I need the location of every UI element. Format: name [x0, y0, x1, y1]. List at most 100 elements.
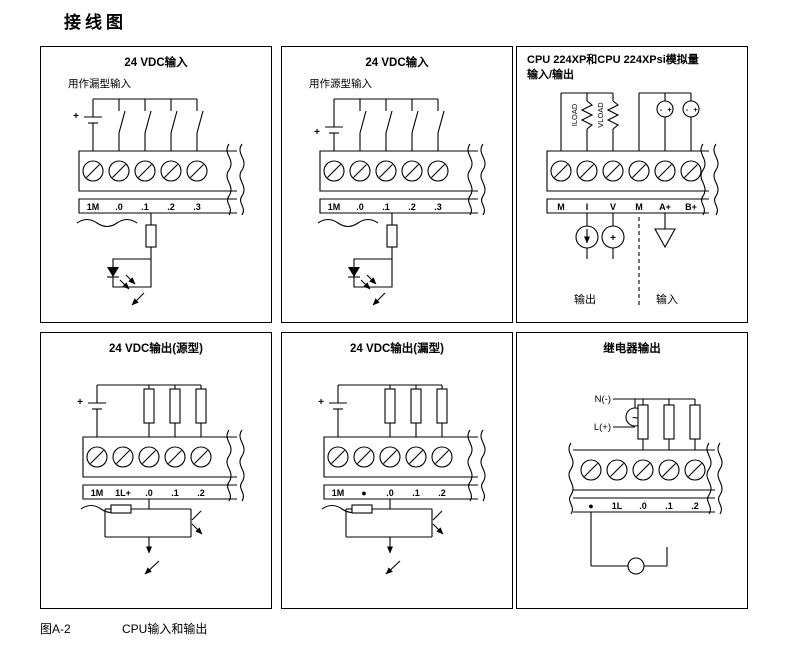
meter-plus: +	[610, 233, 616, 244]
terminal-label: .0	[386, 488, 394, 498]
torn-edge-right	[700, 143, 719, 216]
polarity-plus: +	[693, 105, 698, 114]
label-strip: 1M ● .0 .1 .2	[323, 484, 478, 500]
optocoupler-diode	[107, 267, 119, 277]
optocoupler-diode	[348, 267, 360, 277]
dc-output-source-diagram: + 1M 1L+ .0	[77, 384, 245, 575]
terminal-label: 1L	[612, 501, 623, 511]
input-label: 输入	[656, 292, 678, 306]
relay-coil-circuit	[590, 512, 668, 575]
terminal-label: B+	[685, 202, 697, 212]
figure-caption: CPU输入和输出	[122, 622, 208, 636]
torn-edge-right	[467, 429, 486, 502]
terminal-label: 1M	[87, 202, 100, 212]
panel-title: 24 VDC输入	[365, 57, 429, 69]
terminal-block	[573, 449, 715, 491]
terminal-label: .3	[434, 202, 442, 212]
terminal-label: 1M	[328, 202, 341, 212]
battery-symbol: +	[73, 99, 102, 151]
terminal-block	[82, 436, 237, 478]
terminal-label: 1M	[91, 488, 104, 498]
panel-title: 24 VDC输出(漏型)	[350, 343, 444, 355]
panel-analog-io: CPU 224XP和CPU 224XPsi模拟量 输入/输出 ILOAD VLO…	[516, 46, 748, 323]
panel-dc-input-sink: 24 VDC输入 用作漏型输入	[40, 46, 272, 323]
terminal-label: .1	[665, 501, 673, 511]
output-label: 输出	[574, 292, 596, 306]
zigzag-resistor	[580, 100, 594, 130]
zigzag-resistor	[606, 100, 620, 130]
polarity-minus: -	[660, 105, 663, 114]
torn-edge-bottom	[317, 218, 379, 228]
terminal-label: 1L+	[115, 488, 131, 498]
relay-output-diagram: N(-) L(+) ~	[568, 394, 723, 575]
terminal-label: M	[635, 202, 643, 212]
polarity-plus: +	[667, 105, 672, 114]
figure-number: 图A-2	[40, 622, 71, 636]
panel-title-line1: CPU 224XP和CPU 224XPsi模拟量	[527, 54, 699, 66]
terminal-block	[78, 150, 237, 192]
panel-subtitle: 用作源型输入	[309, 78, 372, 90]
terminal-label: .0	[356, 202, 364, 212]
input-switches	[118, 99, 204, 151]
battery-symbol: +	[77, 385, 106, 437]
terminal-label: .2	[197, 488, 205, 498]
battery-symbol: +	[314, 99, 343, 151]
terminal-label: .1	[382, 202, 390, 212]
terminal-label: .2	[438, 488, 446, 498]
neutral-label: N(-)	[595, 394, 611, 405]
terminal-label: ●	[588, 501, 593, 511]
battery-plus-label: +	[73, 111, 79, 122]
torn-edge-right	[226, 143, 245, 216]
panel-dc-output-source: 24 VDC输出(源型) +	[40, 332, 272, 609]
label-strip: 1M .0 .1 .2 .3	[319, 198, 478, 214]
label-strip: 1M .0 .1 .2 .3	[78, 198, 237, 214]
resistor	[351, 504, 373, 514]
terminal-label: .0	[115, 202, 123, 212]
terminal-label: ●	[361, 488, 366, 498]
panel-title: CPU 224XP和CPU 224XPsi模拟量 输入/输出	[527, 53, 699, 84]
panel-title: 继电器输出	[603, 343, 661, 355]
load-resistors	[384, 385, 448, 437]
panel-subtitle: 用作漏型输入	[68, 78, 131, 90]
terminal-label: .0	[639, 501, 647, 511]
label-strip: ● 1L .0 .1 .2	[573, 497, 715, 513]
resistor	[386, 224, 398, 248]
terminal-block	[323, 436, 478, 478]
internal-output-circuit	[345, 499, 444, 575]
input-switches	[359, 99, 445, 151]
terminal-label: .2	[167, 202, 175, 212]
terminal-block	[546, 150, 709, 192]
terminal-label: .1	[171, 488, 179, 498]
terminal-label: .2	[691, 501, 699, 511]
dc-input-sink-diagram: + 1M .0	[73, 98, 245, 306]
polarity-minus: -	[686, 105, 689, 114]
terminal-label: .0	[145, 488, 153, 498]
battery-plus-label: +	[314, 127, 320, 138]
resistor	[145, 224, 157, 248]
iload-label: ILOAD	[570, 103, 579, 126]
torn-edge-bottom	[76, 218, 138, 228]
terminal-label: V	[610, 202, 616, 212]
line-label: L(+)	[594, 422, 611, 433]
torn-edge-left	[568, 442, 574, 515]
panel-title: 24 VDC输入	[124, 57, 188, 69]
analog-input-sources: - + - +	[638, 92, 700, 151]
torn-edge-right	[706, 442, 723, 515]
internal-input-circuit	[348, 213, 398, 306]
page-title: 接线图	[64, 13, 127, 32]
panel-relay-output: 继电器输出 N(-) L(+) ~	[516, 332, 748, 609]
vload-label: VLOAD	[596, 102, 605, 128]
ac-supply: N(-) L(+) ~	[594, 394, 645, 433]
label-strip: M I V M A+ B+	[546, 198, 709, 214]
battery-plus-label: +	[318, 397, 324, 408]
torn-edge-right	[467, 143, 486, 216]
terminal-label: .1	[141, 202, 149, 212]
amplifier-triangle	[654, 228, 676, 249]
terminal-label: 1M	[332, 488, 345, 498]
battery-plus-label: +	[77, 397, 83, 408]
analog-output-loads: ILOAD VLOAD	[560, 92, 620, 151]
terminal-label: .2	[408, 202, 416, 212]
dc-input-source-diagram: + 1M .0	[314, 98, 486, 306]
internal-analog-circuit: +	[575, 213, 676, 305]
